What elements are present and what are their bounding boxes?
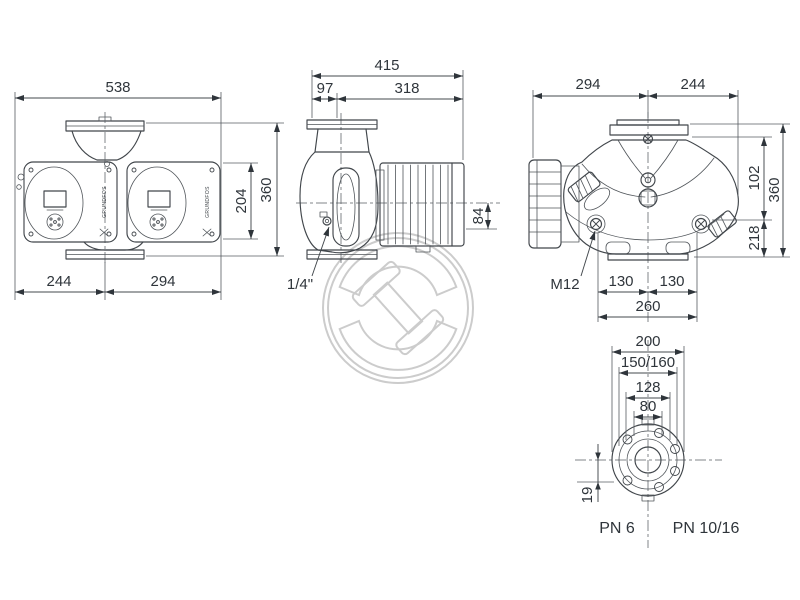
dim-side-axis-to-rear: 318 [394,80,419,97]
dim-front-total-width: 538 [105,79,130,96]
dim-flange-bolt-hole: 19 [579,487,596,504]
dim-top-lower-section: 218 [746,225,763,250]
front-view: GRUNDFOS GRUNDFOS 538 244 294 [14,79,284,300]
label-vent-plug: 1/4" [287,276,313,293]
logo-mark-left [99,228,109,237]
dim-front-bottom-right: 294 [150,273,175,290]
watermark-logo [322,232,474,384]
top-view-body [528,112,739,322]
logo-mark-right [202,228,212,237]
top-view-dimensions: 294 244 102 218 360 130 130 260 M12 [532,76,790,322]
dim-flange-outer-diameter: 200 [635,333,660,350]
dim-top-bolt-span: 260 [635,298,660,315]
front-view-body: GRUNDFOS GRUNDFOS [16,112,221,266]
dim-top-width-left: 294 [575,76,600,93]
dim-top-upper-section: 102 [746,165,763,190]
dim-flange-bore: 80 [640,398,657,415]
dim-flange-bolt-circles: 150/160 [621,354,675,371]
dim-side-total-depth: 415 [374,57,399,74]
brand-text-left: GRUNDFOS [102,186,108,218]
dim-front-bottom-left: 244 [46,273,71,290]
side-view: 415 97 318 84 1/4" [287,57,500,293]
dim-front-overall-height: 360 [258,177,275,202]
flange-view-dimensions: 200 150/160 128 80 19 PN 6 PN 10/16 [577,333,739,537]
side-view-body [296,113,500,263]
side-view-dimensions: 415 97 318 84 1/4" [287,57,497,293]
dim-top-bolt-pitch-left: 130 [608,273,633,290]
label-bolt-size: M12 [550,276,579,293]
dim-top-width-right: 244 [680,76,705,93]
flange-view: 200 150/160 128 80 19 PN 6 PN 10/16 [575,333,739,548]
dim-side-flange-to-axis: 97 [317,80,334,97]
flange-view-body [575,340,722,548]
dim-top-overall-height: 360 [766,177,783,202]
dim-top-bolt-pitch-right: 130 [659,273,684,290]
top-view: 294 244 102 218 360 130 130 260 M12 [528,76,790,322]
dim-side-axis-to-bottom: 84 [470,208,487,225]
label-pn10-16: PN 10/16 [673,520,740,537]
dim-flange-raised-face: 128 [635,379,660,396]
front-view-dimensions: 538 244 294 360 204 [14,79,284,300]
dim-front-box-height: 204 [233,188,250,213]
brand-text-right: GRUNDFOS [205,186,211,218]
label-pn6: PN 6 [599,520,635,537]
